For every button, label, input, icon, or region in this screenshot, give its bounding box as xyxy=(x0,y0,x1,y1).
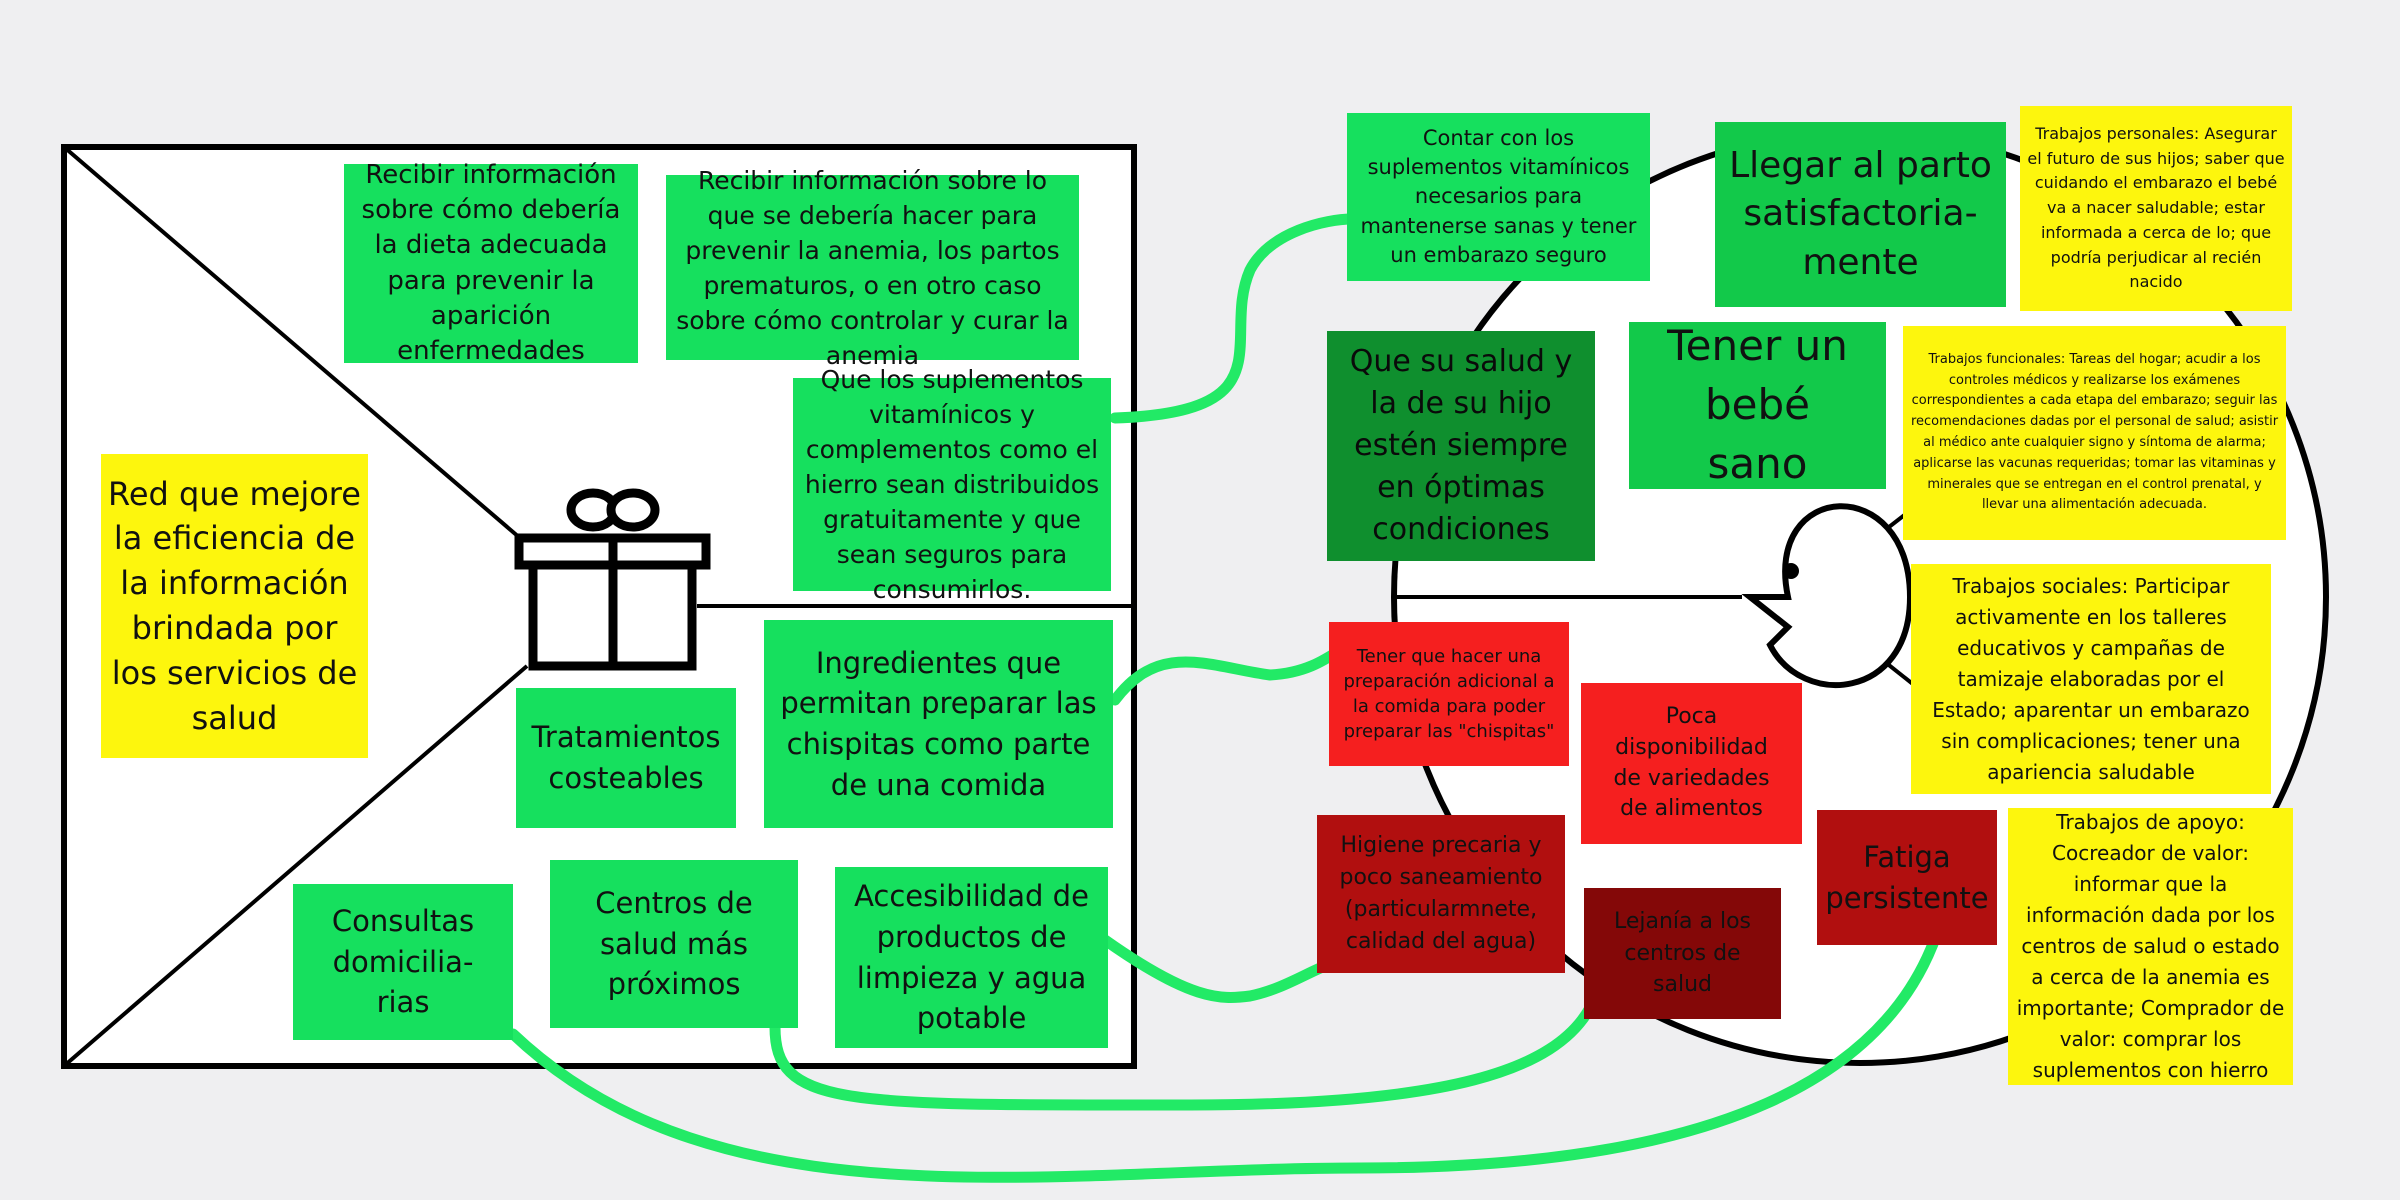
gain-creator-anemia-info: Recibir información sobre lo que se debe… xyxy=(666,166,1079,370)
connector-fatigue xyxy=(507,918,1946,1183)
pain-distance: Lejanía a los centros de salud xyxy=(1584,888,1781,1019)
pain-reliever-affordable-treatment: Tratamientos costeables xyxy=(516,688,736,828)
gift-icon xyxy=(514,488,711,671)
pain-reliever-home-visits: Consultas domicilia-rias xyxy=(293,884,513,1040)
connector-supplements xyxy=(1109,213,1359,424)
connector-chispitas xyxy=(1109,639,1354,706)
pain-fatigue: Fatiga persistente xyxy=(1817,810,1997,945)
connectors xyxy=(507,213,1946,1183)
pain-reliever-nearby-centers: Centros de salud más próximos xyxy=(550,860,798,1028)
pain-reliever-cleaning-water: Accesibilidad de productos de limpieza y… xyxy=(835,867,1108,1048)
gain-supplements: Contar con los suplementos vitamínicos n… xyxy=(1347,113,1650,281)
job-personal: Trabajos personales: Asegurar el futuro … xyxy=(2020,106,2292,311)
gain-healthy-baby: Tener un bebé sano xyxy=(1629,321,1886,489)
product-note: Red que mejore la eficiencia de la infor… xyxy=(101,454,368,758)
gain-optimal-health: Que su salud y la de su hijo estén siemp… xyxy=(1327,331,1595,561)
pain-hygiene: Higiene precaria y poco saneamiento (par… xyxy=(1317,815,1565,973)
job-social: Trabajos sociales: Participar activament… xyxy=(1911,564,2271,794)
pain-food-variety: Poca disponibilidad de variedades de ali… xyxy=(1581,683,1802,844)
job-support: Trabajos de apoyo: Cocreador de valor: i… xyxy=(2008,808,2293,1085)
connector-distance xyxy=(769,1002,1596,1111)
gain-creator-diet-info: Recibir información sobre cómo debería l… xyxy=(344,160,638,366)
job-functional: Trabajos funcionales: Tareas del hogar; … xyxy=(1903,326,2286,540)
gain-creator-free-supplements: Que los suplementos vitamínicos y comple… xyxy=(793,365,1111,604)
gain-satisfactory-birth: Llegar al parto satisfactoria-mente xyxy=(1715,122,2006,307)
value-map-diagonal-top xyxy=(62,145,529,546)
pain-reliever-chispitas: Ingredientes que permitan preparar las c… xyxy=(764,620,1113,828)
pain-extra-preparation: Tener que hacer una preparación adiciona… xyxy=(1329,622,1569,766)
face-icon xyxy=(1741,503,1914,689)
value-map-diagonal-bottom xyxy=(62,664,529,1068)
connector-hygiene xyxy=(1099,934,1331,1003)
